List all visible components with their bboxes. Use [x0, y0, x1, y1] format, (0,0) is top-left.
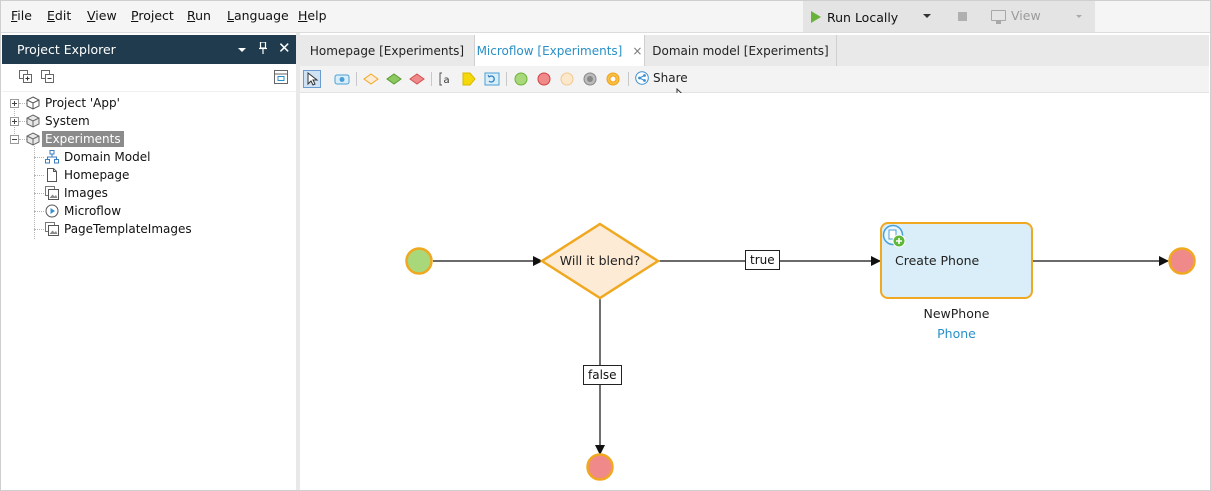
tree-item-system[interactable]: System [26, 112, 90, 130]
play-icon [811, 11, 821, 23]
end-event-right[interactable] [1168, 247, 1196, 275]
menu-file[interactable]: File [11, 8, 32, 23]
decision-tool-icon[interactable] [362, 70, 380, 88]
error-event-tool-icon[interactable] [558, 70, 576, 88]
tree-item-experiments[interactable]: Experiments [26, 130, 124, 148]
activity-label: Create Phone [895, 253, 980, 268]
menu-language[interactable]: Language [227, 8, 289, 23]
merge-tool-icon[interactable] [408, 70, 426, 88]
view-label: View [1011, 8, 1041, 23]
images-icon [45, 186, 59, 200]
microflow-canvas[interactable]: Will it blend? true false Create Phone N… [300, 93, 1209, 489]
project-explorer-panel: Project Explorer ✕ [2, 35, 296, 489]
view-dropdown-chevron-down-icon[interactable] [1076, 15, 1082, 18]
decision-shape[interactable] [539, 222, 661, 300]
stop-icon[interactable] [958, 12, 967, 21]
break-event-tool-icon[interactable] [604, 70, 622, 88]
activity-tool-icon[interactable] [333, 70, 351, 88]
menu-edit[interactable]: Edit [47, 8, 72, 23]
menu-help[interactable]: Help [298, 8, 327, 23]
tree-item-microflow[interactable]: Microflow [45, 202, 121, 220]
images-icon [45, 222, 59, 236]
run-dropdown-chevron-down-icon[interactable] [923, 14, 931, 18]
tab-domain-model[interactable]: Domain model [Experiments] [645, 35, 837, 66]
collapse-all-icon[interactable] [41, 70, 55, 84]
start-event[interactable] [405, 247, 433, 275]
close-icon[interactable]: ✕ [278, 39, 291, 57]
explorer-toolbar [2, 64, 296, 92]
expand-system-toggle[interactable] [10, 117, 19, 126]
page-icon [45, 168, 59, 182]
tree-item-images[interactable]: Images [45, 184, 108, 202]
start-event-tool-icon[interactable] [512, 70, 530, 88]
tree-item-page-template-images[interactable]: PageTemplateImages [45, 220, 192, 238]
view-app-button[interactable]: View [991, 8, 1041, 24]
create-object-icon [882, 224, 906, 248]
panel-title: Project Explorer [17, 42, 116, 57]
module-cube-icon [26, 132, 40, 146]
project-explorer-header: Project Explorer ✕ [2, 35, 296, 64]
object-type-decision-icon[interactable] [385, 70, 403, 88]
link-with-editor-icon[interactable] [274, 70, 288, 84]
microflow-icon [45, 204, 59, 218]
pin-icon[interactable] [259, 41, 267, 54]
menu-project[interactable]: Project [131, 8, 174, 23]
tree-item-domain-model[interactable]: Domain Model [45, 148, 150, 166]
menu-view[interactable]: View [87, 8, 117, 23]
share-button[interactable]: Share [635, 71, 688, 85]
expand-all-icon[interactable] [19, 70, 33, 84]
run-locally-button[interactable]: Run Locally [811, 8, 898, 26]
true-flow-label: true [745, 250, 780, 270]
end-event-tool-icon[interactable] [535, 70, 553, 88]
tree-item-homepage[interactable]: Homepage [45, 166, 129, 184]
svg-text:a: a [444, 75, 450, 86]
decision-label: Will it blend? [559, 253, 641, 268]
share-label: Share [653, 71, 688, 85]
end-event-bottom[interactable] [586, 453, 614, 481]
domain-model-icon [45, 150, 59, 164]
continue-event-tool-icon[interactable] [581, 70, 599, 88]
microflow-toolbar: a Share [300, 66, 1209, 106]
monitor-icon [991, 10, 1006, 24]
tree-item-project[interactable]: Project 'App' [26, 94, 120, 112]
expand-project-toggle[interactable] [10, 99, 19, 108]
run-toolbar: Run Locally View [803, 1, 1095, 32]
parameter-tool-icon[interactable] [460, 70, 478, 88]
microflow-diagram [405, 222, 1196, 481]
tab-microflow[interactable]: Microflow [Experiments] × [475, 35, 645, 66]
editor-tabbar: Homepage [Experiments] Microflow [Experi… [300, 35, 1209, 66]
tab-close-icon[interactable]: × [632, 43, 643, 58]
output-variable-type: Phone [937, 326, 976, 341]
output-variable-name: NewPhone [923, 306, 990, 321]
run-locally-label: Run Locally [827, 9, 899, 25]
module-cube-icon [26, 114, 40, 128]
loop-tool-icon[interactable] [483, 70, 501, 88]
false-flow-label: false [583, 365, 622, 385]
collapse-experiments-toggle[interactable] [10, 135, 19, 144]
create-object-activity[interactable]: Create Phone [880, 222, 1033, 299]
annotation-tool-icon[interactable]: a [437, 70, 455, 88]
panel-splitter[interactable] [296, 33, 300, 491]
select-pointer-icon[interactable] [303, 70, 321, 88]
tab-homepage[interactable]: Homepage [Experiments] [300, 35, 475, 66]
menu-run[interactable]: Run [187, 8, 211, 23]
menu-bar: File Edit View Project Run Language Help… [0, 0, 1211, 33]
panel-menu-chevron-down-icon[interactable] [238, 48, 246, 52]
project-cube-icon [26, 96, 40, 110]
share-icon [635, 71, 649, 85]
